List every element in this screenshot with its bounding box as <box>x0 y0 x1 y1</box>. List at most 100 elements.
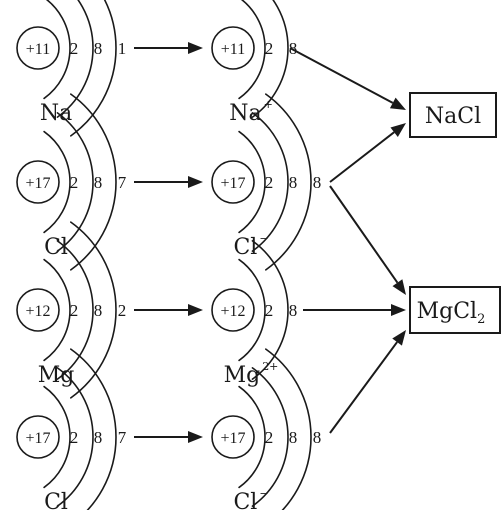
arrow-cl2-ion-to-mgcl2-line <box>329 341 398 434</box>
row-4-atom-electrons-2: 8 <box>94 428 103 447</box>
row-3-ion-charge-sup: 2+ <box>262 360 278 373</box>
row-2-ion-electrons-2: 8 <box>289 173 298 192</box>
row-2-atom-symbol-text: Cl <box>44 235 68 260</box>
row-3-atom-shell-2 <box>56 240 94 380</box>
row-3-ion-nucleus-charge: +12 <box>220 303 245 320</box>
arrow-cl-ion-to-mgcl2 <box>329 185 406 295</box>
row-4-atom-symbol-text: Cl <box>44 490 68 510</box>
row-2-ionization-arrow-head <box>188 176 203 188</box>
arrow-na-ion-to-nacl <box>289 47 406 110</box>
row-2-ion-charge-sup: − <box>259 232 268 245</box>
row-1-atom-shell-1 <box>43 0 71 100</box>
row-4-ion-nucleus-charge: +17 <box>220 430 245 447</box>
row-1-atom-electrons-1: 2 <box>70 39 79 58</box>
row-3-ion-shell-2 <box>251 240 289 380</box>
arrow-cl2-ion-to-mgcl2 <box>329 330 406 434</box>
row-3-ion-symbol-text: Mg <box>224 363 261 388</box>
row-3-ion-electrons-1: 2 <box>265 301 274 320</box>
product-mgcl2: MgCl2 <box>409 286 501 334</box>
row-1-atom-shell-2 <box>56 0 94 118</box>
product-mgcl2-sub: 2 <box>477 312 485 327</box>
row-1-atom-shell-3 <box>70 0 117 137</box>
row-1-ion-charge-sup: + <box>264 98 273 111</box>
row-2-atom-shell-1 <box>43 130 71 234</box>
row-3-ion-nucleus-circle <box>211 288 255 332</box>
arrow-cl-ion-to-mgcl2-line <box>329 185 399 284</box>
arrow-cl-ion-to-mgcl2-head <box>392 279 406 295</box>
row-1-atom-symbol-text: Na <box>40 101 72 126</box>
row-4-ion-shell-1 <box>238 385 266 489</box>
arrow-cl-ion-to-nacl <box>329 123 406 183</box>
row-1-ion-shell-1 <box>238 0 266 100</box>
row-3-atom-nucleus-charge: +12 <box>25 303 50 320</box>
row-2-atom-nucleus-circle <box>16 160 60 204</box>
row-3-atom-nucleus-circle <box>16 288 60 332</box>
row-2-ion-symbol-text: Cl <box>233 235 257 260</box>
row-3-ionization-arrow-head <box>188 304 203 316</box>
row-4-atom-nucleus-charge: +17 <box>25 430 50 447</box>
row-3-atom-shell-1 <box>43 258 71 362</box>
row-3-atom-electrons-1: 2 <box>70 301 79 320</box>
arrow-na-ion-to-nacl-head <box>389 97 406 110</box>
row-2-ion-electrons-3: 8 <box>313 173 322 192</box>
row-2-ion-electrons-1: 2 <box>265 173 274 192</box>
row-1-ion-shell-2 <box>251 0 289 118</box>
product-nacl-box <box>409 92 497 138</box>
row-2-ion-shell-1 <box>238 130 266 234</box>
row-4-ion-charge-sup: − <box>259 487 268 500</box>
row-4-ion-shell-3 <box>265 348 312 510</box>
row-1-ion-nucleus-charge: +11 <box>221 41 245 58</box>
row-3-atom-shell-3 <box>70 221 117 399</box>
product-mgcl2-main: MgCl <box>417 299 477 324</box>
row-1-atom-symbol: Na <box>40 101 72 126</box>
row-3-ionization-arrow <box>134 304 203 316</box>
row-2-ionization-arrow <box>134 176 203 188</box>
row-4-ionization-arrow <box>134 431 203 443</box>
row-3-ion-electrons-2: 8 <box>289 301 298 320</box>
arrows-layer <box>134 42 406 443</box>
arrow-na-ion-to-nacl-line <box>289 47 394 104</box>
row-1-atom-nucleus-charge: +11 <box>26 41 50 58</box>
row-2-atom-shell-2 <box>56 112 94 252</box>
row-4-atom-electrons-1: 2 <box>70 428 79 447</box>
product-nacl-main: NaCl <box>425 104 481 129</box>
row-2-ion-nucleus-charge: +17 <box>220 175 245 192</box>
row-1-ionization-arrow <box>134 42 203 54</box>
row-2-ion-symbol: Cl− <box>233 232 268 260</box>
row-1-ion-electrons-1: 2 <box>265 39 274 58</box>
arrow-cl-ion-to-nacl-head <box>390 123 406 137</box>
arrow-mg-ion-to-mgcl2-head <box>391 304 406 316</box>
row-1-ion-nucleus-circle <box>211 26 255 70</box>
row-4-atom-electrons-3: 7 <box>118 428 127 447</box>
row-2-atom-electrons-3: 7 <box>118 173 127 192</box>
arrow-cl2-ion-to-mgcl2-head <box>392 330 406 346</box>
row-2-atom-symbol: Cl <box>44 235 68 260</box>
row-2-ion-nucleus-circle <box>211 160 255 204</box>
product-mgcl2-box <box>409 286 501 334</box>
row-2-atom-electrons-1: 2 <box>70 173 79 192</box>
row-4-ion-electrons-1: 2 <box>265 428 274 447</box>
row-1-atom-electrons-2: 8 <box>94 39 103 58</box>
row-2-atom-shell-3 <box>70 93 117 271</box>
row-4-ionization-arrow-head <box>188 431 203 443</box>
product-nacl-label: NaCl <box>425 104 481 129</box>
row-4-atom-shell-1 <box>43 385 71 489</box>
row-4-ion-electrons-2: 8 <box>289 428 298 447</box>
row-4-ion-symbol-text: Cl <box>233 490 257 510</box>
row-4-ion-nucleus-circle <box>211 415 255 459</box>
row-4-ion-electrons-3: 8 <box>313 428 322 447</box>
row-4-ion-symbol: Cl− <box>233 487 268 510</box>
row-4-atom-shell-3 <box>70 348 117 510</box>
row-4-atom-symbol: Cl <box>44 490 68 510</box>
row-1-atom-nucleus-circle <box>16 26 60 70</box>
